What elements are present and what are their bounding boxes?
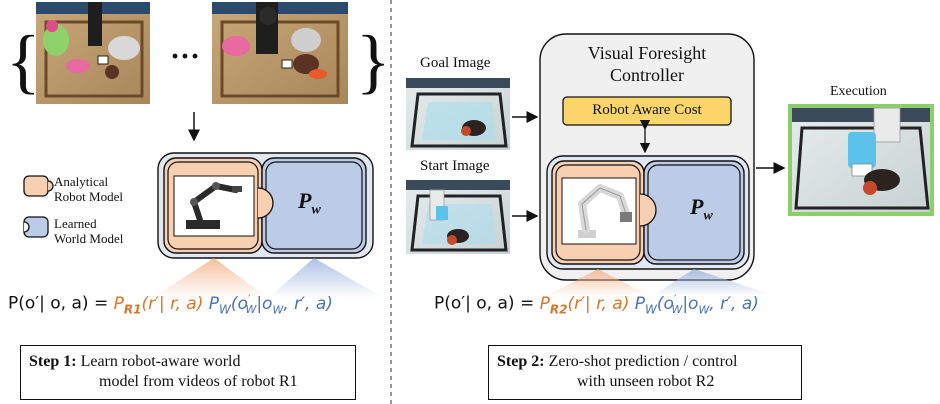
eq-right-pr-sub: R2 — [549, 302, 568, 317]
execution-image — [788, 104, 934, 216]
controller-title-line1: Visual Foresight — [587, 43, 707, 63]
eq-left-pr-args: (r′| r, a) — [141, 293, 204, 314]
eq-right-pr-main: P — [539, 293, 550, 314]
legend-learned-line1: Learned — [54, 216, 97, 231]
robot-video-frame-1 — [36, 2, 150, 104]
eq-left-pw-o1-sub: W — [245, 303, 257, 317]
legend-learned-line2: World Model — [54, 231, 124, 246]
left-brace: { — [6, 21, 41, 101]
robot-aware-cost-label: Robot Aware Cost — [592, 102, 702, 118]
start-image — [406, 180, 510, 254]
robot-video-frame-2 — [212, 2, 348, 104]
eq-right-pw-main: P — [629, 293, 646, 314]
eq-left-pw: PW(o′W|oW, r′, a) — [203, 292, 333, 317]
legend-learned-icon — [23, 216, 49, 238]
pw-label-left: Pw — [298, 188, 321, 218]
eq-right-pw-end: , r′, a) — [709, 293, 759, 314]
cone-orange-left — [152, 258, 268, 298]
eq-left-lhs: P(o′| o, a) = — [8, 293, 114, 314]
eq-right-pw-sub: W — [645, 302, 657, 317]
execution-label: Execution — [830, 84, 887, 99]
right-brace: } — [356, 21, 391, 101]
legend-analytical-icon — [23, 175, 54, 197]
step1-text1: Learn robot-aware world — [76, 353, 241, 370]
controller-title: Visual Foresight Controller — [540, 42, 754, 86]
cone-blue-left — [268, 258, 384, 298]
start-image-label: Start Image — [420, 158, 490, 174]
step2-text2: with unseen robot R2 — [577, 373, 715, 390]
eq-left-pw-pre: (o — [230, 293, 248, 314]
step1-text2: model from videos of robot R1 — [99, 373, 298, 390]
controller-title-line2: Controller — [610, 65, 684, 85]
eq-left-pw-main: P — [203, 293, 220, 314]
step1-line1: Step 1: Learn robot-aware world — [29, 352, 347, 372]
analytical-robot-arm-image-right — [578, 184, 632, 238]
step1-box: Step 1: Learn robot-aware world model fr… — [20, 345, 356, 400]
eq-right-pr-args: (r′| r, a) — [567, 293, 630, 314]
pw-label-right: Pw — [690, 194, 713, 224]
cone-blue-right — [652, 269, 776, 296]
analytical-robot-arm-image-left — [186, 182, 242, 229]
pw-sub-right: w — [703, 208, 713, 224]
eq-left-pw-mid: |o — [256, 293, 273, 314]
goal-image-label: Goal Image — [420, 55, 491, 71]
pw-sub-left: w — [311, 202, 321, 218]
step2-line1: Step 2: Zero-shot prediction / control — [497, 352, 793, 372]
cone-orange-right — [546, 269, 650, 296]
pw-main-right: P — [690, 194, 704, 219]
eq-left-pw-sup: ′ — [247, 292, 251, 305]
step2-box: Step 2: Zero-shot prediction / control w… — [488, 345, 802, 400]
legend-analytical-line1: Analytical — [54, 174, 109, 189]
step1-bold: Step 1: — [29, 353, 77, 370]
eq-right-pw-mid: |o — [682, 293, 699, 314]
world-model-block-left — [157, 152, 374, 259]
step2-text1: Zero-shot prediction / control — [544, 353, 738, 370]
eq-right-pw-o1-sub: W — [671, 303, 683, 317]
equation-right: P(o′| o, a) = PR2(r′| r, a) PW(o′W|oW, r… — [434, 292, 759, 316]
eq-left-pr-sub: R1 — [123, 302, 142, 317]
world-model-block-right — [546, 155, 750, 270]
eq-right-pw: PW(o′W|oW, r′, a) — [629, 292, 759, 317]
eq-right-pw-o2-sub: W — [698, 303, 710, 317]
legend-analytical-label: Analytical Robot Model — [54, 174, 123, 204]
goal-image — [406, 78, 510, 150]
eq-left-pw-sub: W — [219, 302, 231, 317]
legend-learned-label: Learned World Model — [54, 216, 123, 246]
eq-left-pr: PR1(r′| r, a) — [113, 293, 204, 317]
eq-right-pw-pre: (o — [656, 293, 674, 314]
ellipsis: ··· — [170, 40, 201, 73]
pw-main-left: P — [298, 188, 312, 213]
eq-right-pr: PR2(r′| r, a) — [539, 293, 630, 317]
equation-left: P(o′| o, a) = PR1(r′| r, a) PW(o′W|oW, r… — [8, 292, 333, 316]
step2-bold: Step 2: — [497, 353, 545, 370]
eq-left-pw-end: , r′, a) — [283, 293, 333, 314]
eq-right-lhs: P(o′| o, a) = — [434, 293, 540, 314]
eq-left-pr-main: P — [113, 293, 124, 314]
eq-left-pw-o2-sub: W — [272, 303, 284, 317]
legend-analytical-line2: Robot Model — [54, 189, 123, 204]
eq-right-pw-sup: ′ — [673, 292, 677, 305]
